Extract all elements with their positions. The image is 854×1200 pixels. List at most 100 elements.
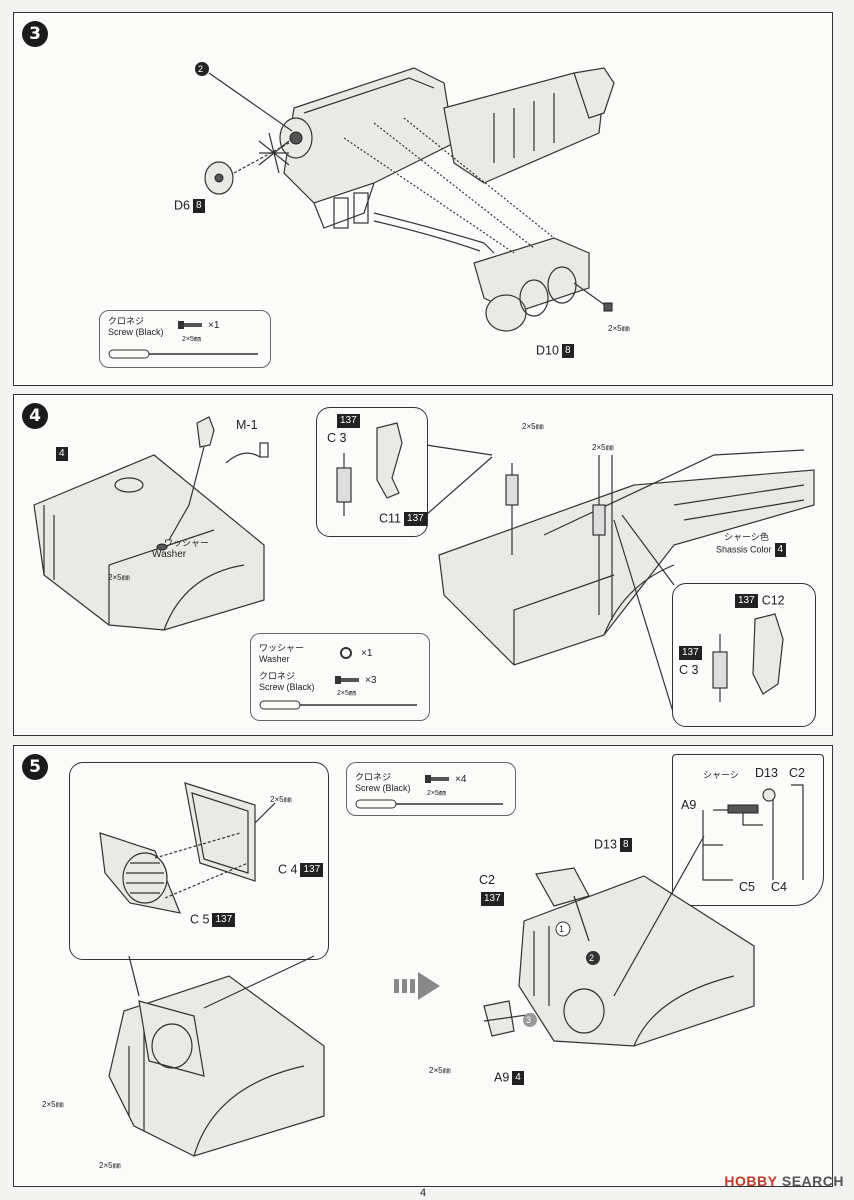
callout-c5-color: 137 (212, 913, 236, 927)
tool-screw-en: Screw (Black) (108, 327, 164, 337)
tool-screw-en-5: Screw (Black) (355, 783, 411, 793)
step5-screw-size-left1: 2×5㎜ (42, 1100, 64, 1109)
step3-screw-size: 2×5㎜ (608, 324, 630, 333)
grille-illustration (99, 782, 276, 914)
detail-section-illustration (702, 784, 804, 881)
step5-screw-size-left2: 2×5㎜ (99, 1161, 121, 1170)
part-c2-color: 137 (481, 892, 504, 906)
tool-washer-jp: ワッシャー (259, 643, 305, 653)
step-4-number: 4 (22, 403, 48, 429)
tool-screw-qty: ×1 (208, 320, 220, 331)
detail-chassis-jp: シャーシ (703, 770, 739, 780)
callout-c4-color: 137 (300, 863, 324, 877)
callout-c5-name: C 5 (190, 912, 210, 927)
part-d6-name: D6 (174, 198, 190, 213)
watermark-brand: HOBBY (724, 1173, 778, 1189)
front-chassis-illustration (108, 835, 755, 1157)
step5-tool-box: クロネジ Screw (Black) ×4 2×5㎜ (346, 762, 516, 816)
callout-right-color-mid: 137 (679, 646, 702, 660)
tool-washer-en: Washer (259, 654, 290, 664)
washer-icon (340, 647, 352, 659)
step-4-panel: 4 4 M-1 ワッシャー Washer 2×5㎜ 137 (13, 394, 833, 736)
chassis-color-box: 4 (774, 543, 787, 557)
callout-right-c12-color: 137 (735, 594, 758, 608)
part-d13-name: D13 (594, 837, 617, 852)
shock-absorber-illustration (336, 422, 403, 516)
step4-tool-box: ワッシャー Washer ×1 クロネジ Screw (Black) ×3 2×… (250, 633, 430, 721)
step4-screw-size-left: 2×5㎜ (108, 573, 130, 582)
step-3-number: 3 (22, 21, 48, 47)
part-d6-color: 8 (192, 199, 205, 213)
part-a9-name: A9 (494, 1070, 510, 1085)
tool-screw-qty-4: ×3 (365, 675, 377, 686)
tool-screw-jp-5: クロネジ (355, 772, 392, 782)
circled-ref-2: 2 (198, 64, 204, 74)
screw-icon (335, 676, 359, 684)
tool-screw-jp: クロネジ (108, 316, 145, 326)
part-d10-name: D10 (536, 343, 559, 358)
detail-d13: D13 (755, 766, 778, 780)
step-3-panel: 3 (13, 12, 833, 386)
part-m1-label: M-1 (236, 418, 258, 432)
tool-screw-en-4: Screw (Black) (259, 682, 315, 692)
shock-absorber-right-illustration (712, 613, 784, 702)
page-number: 4 (420, 1187, 427, 1199)
seq-1: 1 (559, 924, 565, 934)
screw-icon (178, 321, 202, 329)
detail-c5: C5 (739, 880, 755, 894)
screwdriver-icon (355, 799, 503, 809)
part-a9-color: 4 (512, 1071, 524, 1085)
chassis-suspension-illustration (33, 416, 815, 716)
part-d13-color: 8 (619, 838, 632, 852)
callout-right-c3: C 3 (679, 663, 699, 677)
chassis-color-en: Shassis Color (716, 544, 772, 555)
callout-right-c12-name: C12 (761, 593, 785, 608)
washer-jp-label: ワッシャー (164, 538, 210, 548)
detail-a9: A9 (681, 798, 697, 812)
detail-c2: C2 (789, 766, 805, 780)
chassis-color-ref: 4 (56, 447, 68, 461)
tool-screw-size-5: 2×5㎜ (427, 790, 446, 797)
tool-washer-qty: ×1 (361, 648, 373, 659)
callout-left-c3: C 3 (327, 431, 347, 445)
callout-left-c11-name: C11 (379, 511, 402, 526)
tool-screw-size-4: 2×5㎜ (337, 690, 356, 697)
detail-c4: C4 (771, 880, 787, 894)
screwdriver-icon (108, 349, 258, 359)
callout-c4-name: C 4 (278, 862, 298, 877)
tool-screw-jp-4: クロネジ (259, 671, 296, 681)
callout-left-color: 137 (337, 414, 360, 428)
washer-en-label: Washer (152, 549, 187, 560)
step5-detail-box: シャーシ D13 C2 A9 C5 C4 (672, 754, 824, 906)
watermark: HOBBY SEARCH (724, 1173, 844, 1189)
screwdriver-icon (259, 700, 417, 710)
step-arrow (394, 972, 440, 1000)
tool-screw-size: 2×5㎜ (182, 336, 201, 343)
watermark-suffix: SEARCH (781, 1173, 844, 1189)
part-c2-name: C2 (479, 873, 495, 887)
callout-screw-size: 2×5㎜ (270, 795, 292, 804)
seq-2: 2 (589, 953, 595, 963)
seq-3: 3 (526, 1015, 532, 1025)
engine-transmission-illustration (195, 62, 615, 332)
step4-screw-size-mid: 2×5㎜ (592, 443, 614, 452)
step-5-number: 5 (22, 754, 48, 780)
callout-left-c11-color: 137 (404, 512, 427, 526)
step5-screw-size-right: 2×5㎜ (429, 1066, 451, 1075)
tool-screw-qty-5: ×4 (455, 774, 467, 785)
screw-icon (425, 775, 449, 783)
step4-screw-size-top: 2×5㎜ (522, 422, 544, 431)
chassis-color-jp: シャーシ色 (724, 532, 769, 542)
